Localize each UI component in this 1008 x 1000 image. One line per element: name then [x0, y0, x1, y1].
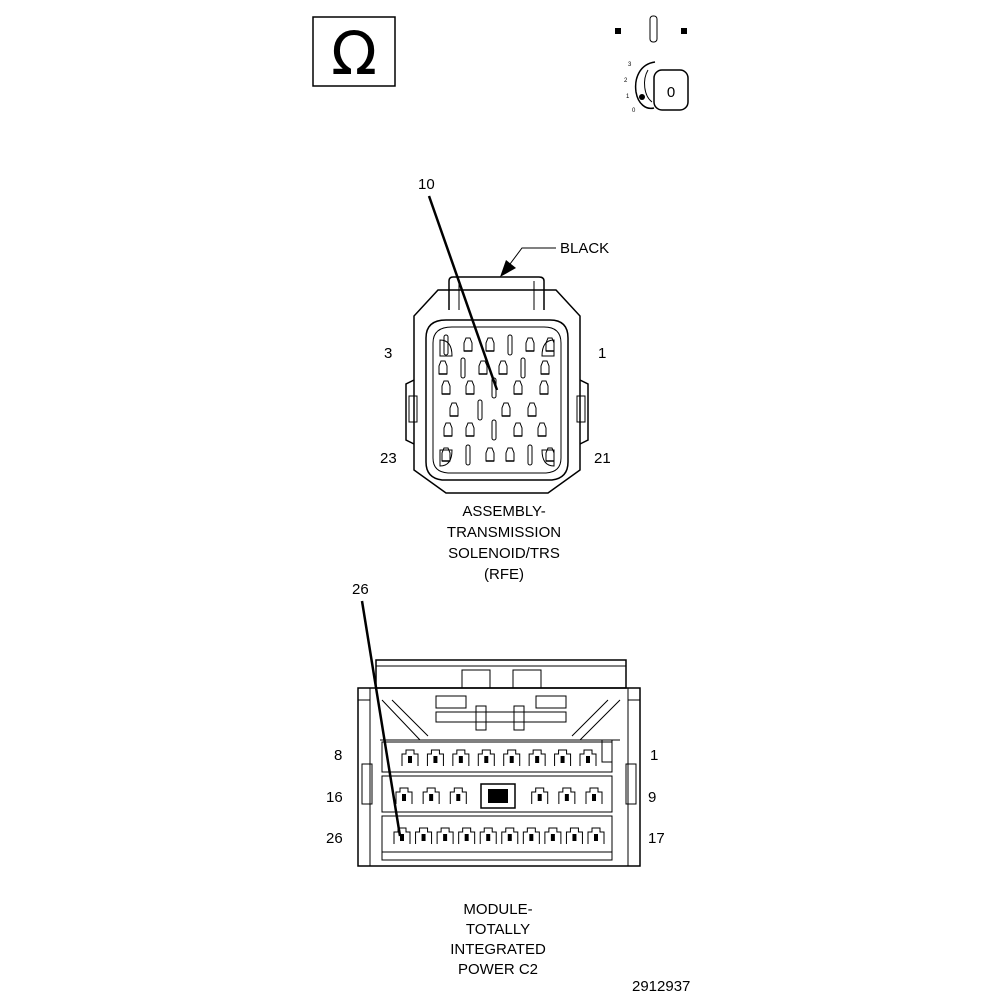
terminal-cavity [465, 380, 475, 395]
terminal-cavity [477, 749, 495, 766]
terminal-cavity [554, 749, 572, 766]
terminal-cavity [443, 422, 453, 437]
figure-number: 2912937 [632, 978, 690, 995]
terminal-cavity [415, 827, 433, 844]
terminal-cavity [565, 827, 583, 844]
key-label: 0 [667, 84, 675, 101]
terminal-cavity [527, 444, 533, 466]
color-arrowhead [500, 260, 516, 277]
terminal-cavity [465, 444, 471, 466]
callout-leader-10 [427, 195, 499, 391]
terminal-cavity [531, 787, 549, 804]
connector-2-caption-line-3: INTEGRATED [450, 941, 546, 958]
terminal-cavity [443, 334, 449, 356]
terminal-cavity [541, 449, 555, 467]
terminal-cavity [544, 827, 562, 844]
connector-1-caption-line-1: ASSEMBLY- [462, 503, 545, 520]
terminal-cavity [537, 422, 547, 437]
terminal-cavity [485, 447, 495, 462]
terminal-cavity [438, 360, 448, 375]
terminal-cavity [522, 827, 540, 844]
pin-label-row1-left: 8 [334, 747, 342, 764]
pin-label-bottom-left: 23 [380, 450, 397, 467]
connector-transmission-solenoid: BLACK 10 3 1 23 21 ASSEMBLY- TRANSMISSIO… [380, 176, 611, 583]
terminal-cavity [463, 337, 473, 352]
terminal-cavity [540, 360, 550, 375]
pin-label-row1-right: 1 [650, 747, 658, 764]
terminal-cavity [426, 749, 444, 766]
terminal-cavity [587, 827, 605, 844]
terminal-cavity [491, 419, 497, 441]
terminal-cavity [558, 787, 576, 804]
terminal-cavity [501, 402, 511, 417]
ohm-icon: Ω [312, 16, 396, 89]
terminal-cavity [503, 749, 521, 766]
connector-2-caption-line-1: MODULE- [463, 901, 532, 918]
connector-1-caption-line-4: (RFE) [484, 566, 524, 583]
terminal-cavity [505, 447, 515, 462]
color-leader-line [506, 247, 556, 269]
terminal-cavity [393, 827, 411, 844]
terminal-cavity [449, 402, 459, 417]
terminal-cavity [513, 422, 523, 437]
pin-label-top-right: 1 [598, 345, 606, 362]
connector-color-label: BLACK [560, 240, 609, 257]
terminal-cavity [541, 339, 555, 357]
terminal-cavity [501, 827, 519, 844]
terminal-cavity [525, 337, 535, 352]
connector-tipm-c2: 26 8 1 16 9 26 17 MODULE- TOTALLY INTEGR… [326, 581, 665, 978]
terminal-cavity [513, 380, 523, 395]
connector-1-caption-line-2: TRANSMISSION [447, 524, 561, 541]
connector-2-terminals [381, 741, 613, 853]
terminal-cavity [585, 787, 603, 804]
pin-label-row3-right: 17 [648, 830, 665, 847]
terminal-cavity [539, 380, 549, 395]
terminal-cavity [436, 827, 454, 844]
terminal-cavity [449, 787, 467, 804]
key-position-0: 0 [632, 108, 636, 114]
pin-label-row2-left: 16 [326, 789, 343, 806]
terminal-cavity [452, 749, 470, 766]
connector-2-caption-line-4: POWER C2 [458, 961, 538, 978]
terminal-cavity [477, 399, 483, 421]
terminal-cavity [401, 749, 419, 766]
terminal-cavity [441, 380, 451, 395]
callout-pin-26: 26 [352, 581, 369, 598]
terminal-cavity [478, 360, 488, 375]
key-position-3: 3 [628, 62, 632, 68]
terminal-cavity [479, 827, 497, 844]
terminal-cavity [520, 357, 526, 379]
terminal-cavity [439, 339, 453, 357]
pin-label-row2-right: 9 [648, 789, 656, 806]
terminal-cavity [395, 787, 413, 804]
key-switch-icon: 3 2 1 0 0 [615, 15, 689, 114]
connector-1-caption-line-3: SOLENOID/TRS [448, 545, 560, 562]
pin-label-top-left: 3 [384, 345, 392, 362]
terminal-cavity [439, 449, 453, 467]
terminal-cavity [465, 422, 475, 437]
pin-label-row3-left: 26 [326, 830, 343, 847]
pin-label-bottom-right: 21 [594, 450, 611, 467]
terminal-cavity [527, 402, 537, 417]
callout-pin-10: 10 [418, 176, 435, 193]
ohm-symbol: Ω [331, 19, 377, 89]
connector-1-terminals [438, 334, 555, 467]
terminal-cavity [528, 749, 546, 766]
terminal-cavity [422, 787, 440, 804]
connector-2-caption-line-2: TOTALLY [466, 921, 530, 938]
terminal-cavity [498, 360, 508, 375]
key-position-1: 1 [626, 94, 630, 100]
terminal-cavity [579, 749, 597, 766]
terminal-cavity [460, 357, 466, 379]
callout-leader-26 [360, 600, 402, 837]
terminal-cavity [507, 334, 513, 356]
key-position-2: 2 [624, 78, 628, 84]
terminal-cavity [458, 827, 476, 844]
terminal-cavity [485, 337, 495, 352]
